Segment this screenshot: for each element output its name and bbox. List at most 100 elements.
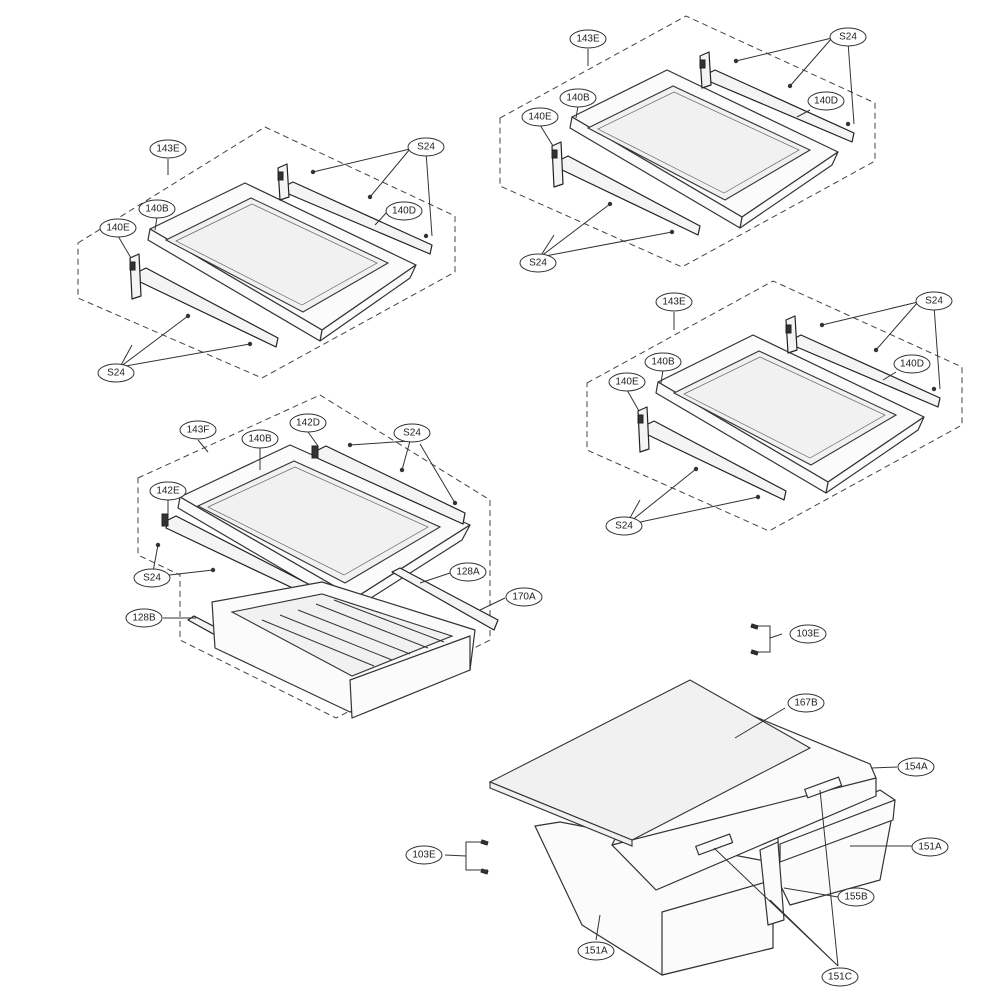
tag-b-screw-top: S24: [393, 423, 431, 443]
shelf-3-left-bracket-clip: [637, 414, 644, 424]
tag-a1-screw-bottom: S24: [97, 363, 135, 383]
shelf-2-glass-inner: [597, 91, 800, 194]
svg-text:S24: S24: [107, 368, 125, 379]
tag-a2-assembly: 143E: [569, 29, 607, 49]
crisper-bin-left-front: [661, 879, 774, 976]
shelf-1-right-bracket: [277, 163, 290, 201]
assembly-2-boundary: [499, 15, 876, 268]
crisper-bin-right-front: [779, 799, 896, 863]
leader-a2-frame: [575, 105, 579, 119]
leader-a1-screw-bottom: [119, 315, 251, 368]
tag-a2-glass-bracket: 140E: [521, 107, 559, 127]
svg-text:140E: 140E: [106, 223, 130, 234]
leader-a1-support: [374, 210, 389, 226]
shelf-1-left-bracket: [129, 253, 142, 300]
tag-b-bracket-left: 142E: [149, 481, 187, 501]
shelf-2-right-bracket: [699, 51, 712, 89]
tag-b-rail-left: 128B: [125, 608, 163, 628]
drawer-bin-ribs: [261, 599, 445, 667]
svg-text:151A: 151A: [584, 946, 608, 957]
tag-c-cover: 167B: [787, 693, 825, 713]
drawer-right-bracket-clip: [311, 445, 319, 459]
svg-text:154A: 154A: [904, 762, 928, 773]
tag-b-screw-bottom: S24: [133, 568, 171, 588]
tag-b-drawer: 170A: [505, 587, 543, 607]
tag-a1-screw-top: S24: [407, 137, 445, 157]
tag-a3-support: 140D: [893, 354, 931, 374]
svg-text:142D: 142D: [296, 418, 320, 429]
svg-text:142E: 142E: [156, 486, 180, 497]
shelf-assembly-3: [586, 280, 963, 532]
svg-text:140B: 140B: [145, 204, 169, 215]
shelf-assembly-1: [77, 126, 456, 379]
tag-a3-glass-bracket: 140E: [608, 372, 646, 392]
shelf-drawer-assembly: [137, 394, 506, 719]
tag-a2-screw-bottom: S24: [519, 253, 557, 273]
svg-text:167B: 167B: [794, 698, 818, 709]
leader-c-cover: [734, 707, 786, 739]
leader-a2-glass-bracket: [539, 124, 554, 147]
tag-a3-frame: 140B: [644, 352, 682, 372]
shelf-1-glass: [164, 197, 390, 313]
shelf-3-left-edge: [655, 381, 829, 494]
leader-b-assembly: [197, 439, 209, 453]
leader-a1-glass-bracket: [117, 235, 132, 259]
svg-text:140B: 140B: [651, 357, 675, 368]
shelf-assembly-2: [499, 15, 876, 268]
shelf-1-left-bracket-clip: [129, 261, 136, 271]
leader-a2-screw-top: [735, 37, 855, 125]
leader-c-screw-top: [758, 625, 783, 653]
leader-a2-support: [796, 109, 811, 118]
svg-text:103E: 103E: [412, 850, 436, 861]
svg-text:140D: 140D: [900, 359, 924, 370]
shelf-3-right-bracket: [785, 315, 798, 354]
tag-a1-glass-bracket: 140E: [99, 218, 137, 238]
drawer-bin-front: [349, 635, 471, 719]
svg-text:103E: 103E: [796, 629, 820, 640]
shelf-2-right-bracket-clip: [699, 59, 706, 69]
tag-a1-assembly: 143E: [149, 139, 187, 159]
shelf-3-left-bracket: [637, 406, 650, 453]
leader-c-drawer-left: [595, 914, 601, 941]
crisper-handle-right: [804, 776, 843, 799]
svg-text:151A: 151A: [918, 842, 942, 853]
svg-text:151C: 151C: [828, 972, 852, 983]
drawer-left-bracket-clip: [161, 513, 169, 527]
shelf-2-screw-c: [845, 121, 851, 127]
screw-103e-top-1: [750, 623, 759, 630]
crisper-assembly: [444, 623, 912, 976]
svg-text:140D: 140D: [814, 96, 838, 107]
tag-a1-frame: 140B: [138, 199, 176, 219]
svg-text:143E: 143E: [576, 34, 600, 45]
tag-b-rail-right: 128A: [449, 562, 487, 582]
crisper-glass-cover-edge: [489, 781, 633, 847]
svg-text:143E: 143E: [662, 297, 686, 308]
svg-text:S24: S24: [403, 428, 421, 439]
leader-c-handle: [713, 789, 839, 967]
drawer-shelf-glass-inner: [207, 466, 429, 576]
leader-a3-support: [882, 371, 897, 381]
svg-text:S24: S24: [839, 32, 857, 43]
tag-c-divider: 155B: [837, 887, 875, 907]
shelf-1-glass-inner: [175, 203, 378, 306]
crisper-handle-left: [695, 833, 734, 856]
drawer-rail-right: [391, 567, 499, 631]
tag-a3-screw-top: S24: [915, 291, 953, 311]
tag-c-frame: 154A: [897, 757, 935, 777]
tag-a3-assembly: 143E: [655, 292, 693, 312]
shelf-2-glass: [586, 85, 812, 201]
svg-text:S24: S24: [417, 142, 435, 153]
shelf-3-screw-c: [931, 386, 937, 392]
crisper-frame-front: [611, 777, 877, 891]
assembly-1-boundary: [77, 126, 456, 379]
svg-text:143E: 143E: [156, 144, 180, 155]
tag-a2-support: 140D: [807, 91, 845, 111]
assembly-b-boundary: [137, 394, 491, 719]
tag-a2-frame: 140B: [559, 88, 597, 108]
leader-a3-screw-top: [821, 301, 941, 390]
tag-b-assembly: 143F: [179, 420, 217, 440]
tag-c-drawer-right: 151A: [911, 837, 949, 857]
shelf-3-glass: [672, 350, 898, 466]
tag-c-drawer-left: 151A: [577, 941, 615, 961]
